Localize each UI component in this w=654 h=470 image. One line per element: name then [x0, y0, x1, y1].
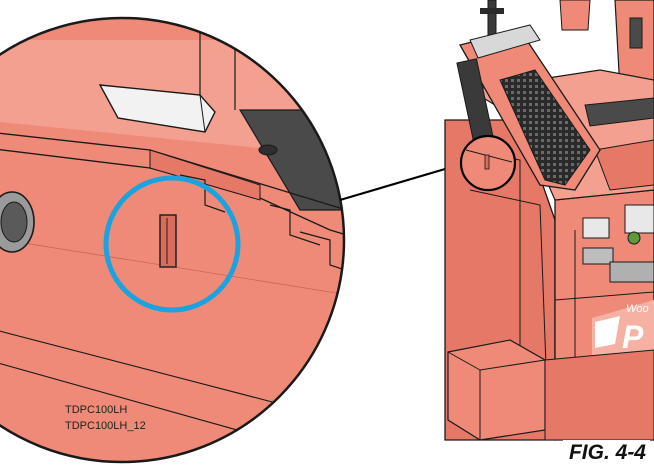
label-plate — [582, 217, 610, 239]
part-code-secondary: TDPC100LH_12 — [65, 420, 146, 432]
label-plate — [624, 204, 654, 234]
slot-opening — [159, 214, 177, 268]
brand-fragment-p: P — [622, 319, 644, 355]
highlight-ring — [103, 175, 241, 313]
callout-leader-line — [339, 162, 463, 202]
vent-grill — [499, 69, 591, 186]
detail-magnified-view — [0, 16, 346, 464]
machine-view: Woo P — [444, 0, 654, 441]
label-plate — [582, 247, 614, 265]
green-knob-icon — [627, 231, 641, 245]
brand-decal: Woo P — [592, 300, 654, 362]
figure-label: FIG. 4-4 — [562, 440, 650, 467]
white-bracket — [98, 84, 216, 133]
part-code-primary: TDPC100LH — [65, 404, 128, 416]
detail-circle-border — [0, 16, 346, 464]
brand-fragment-woo: Woo — [626, 303, 649, 315]
